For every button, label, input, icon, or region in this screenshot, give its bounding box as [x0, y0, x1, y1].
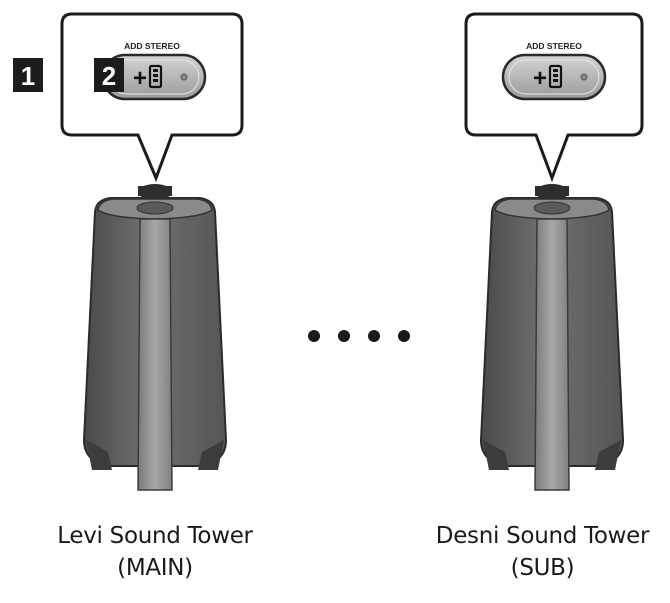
main-speaker-group: ADD STEREO +: [60, 12, 244, 491]
main-device-role: (MAIN): [117, 555, 193, 581]
sub-plus-symbol: +: [533, 65, 547, 92]
step-1-number: 1: [21, 61, 35, 91]
sub-device-name: Desni Sound Tower: [435, 523, 650, 549]
ellipsis-dots-icon: [308, 330, 410, 342]
step-2-number: 2: [102, 61, 116, 91]
sub-speaker-group: ADD STEREO +: [464, 12, 644, 491]
main-device-label: Levi Sound Tower (MAIN): [20, 520, 290, 584]
main-device-name: Levi Sound Tower: [57, 523, 253, 549]
step-1-badge: 1: [13, 58, 43, 92]
led-indicator-icon: [580, 73, 588, 81]
speaker-icon: [148, 64, 163, 89]
speaker-icon: [548, 64, 563, 89]
main-sound-tower: [82, 184, 228, 491]
sub-add-stereo-button[interactable]: +: [501, 53, 607, 101]
sub-sound-tower: [479, 184, 625, 491]
step-2-badge: 2: [94, 58, 124, 92]
sub-button-caption: ADD STEREO: [526, 41, 582, 51]
led-indicator-icon: [180, 73, 188, 81]
main-plus-symbol: +: [133, 65, 147, 92]
sub-device-role: (SUB): [510, 555, 575, 581]
sub-device-label: Desni Sound Tower (SUB): [415, 520, 670, 584]
main-button-caption: ADD STEREO: [124, 41, 180, 51]
